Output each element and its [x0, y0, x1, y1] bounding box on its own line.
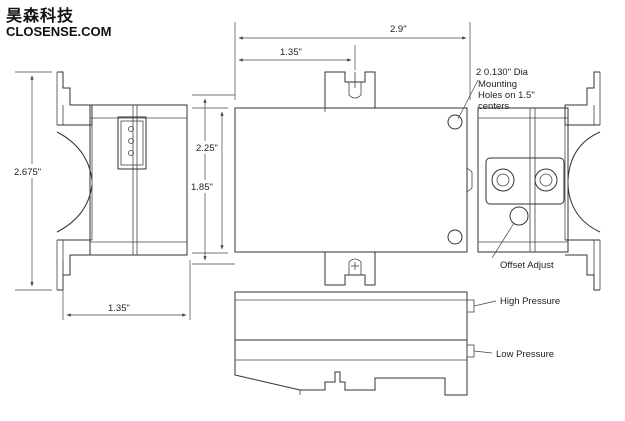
dim-bottom-width: 1.35" [108, 303, 130, 314]
dim-tab-offset: 1.35" [280, 47, 302, 58]
callout-mounting-line3: Holes on 1.5" [478, 90, 535, 101]
callout-mounting-line2: Mounting [478, 79, 517, 90]
top-dimensions: 2.9" 1.35" [234, 22, 471, 100]
right-side-view [477, 71, 601, 291]
callouts: 2 0.130" Dia Mounting Holes on 1.5" cent… [457, 67, 560, 360]
brand-english-name: CLOSENSE.COM [6, 24, 112, 39]
callout-mounting-line1: 2 0.130" Dia [476, 67, 529, 78]
dim-body-height: 2.25" [196, 143, 218, 154]
callout-high-pressure: High Pressure [500, 296, 560, 307]
dim-overall-width: 2.9" [390, 24, 407, 35]
dim-left-height: 2.675" [14, 167, 41, 178]
bottom-side-view [234, 291, 475, 396]
center-top-view [234, 71, 473, 286]
callout-offset-adjust: Offset Adjust [500, 260, 554, 271]
dim-inner-height: 1.85" [191, 182, 213, 193]
left-dimensions: 2.675" 1.35" 2.25" 1.85" [10, 71, 235, 320]
callout-mounting-line4: centers [478, 101, 509, 112]
brand-chinese-name: 昊森科技 [6, 6, 75, 25]
left-side-view [56, 71, 188, 291]
callout-low-pressure: Low Pressure [496, 349, 554, 360]
